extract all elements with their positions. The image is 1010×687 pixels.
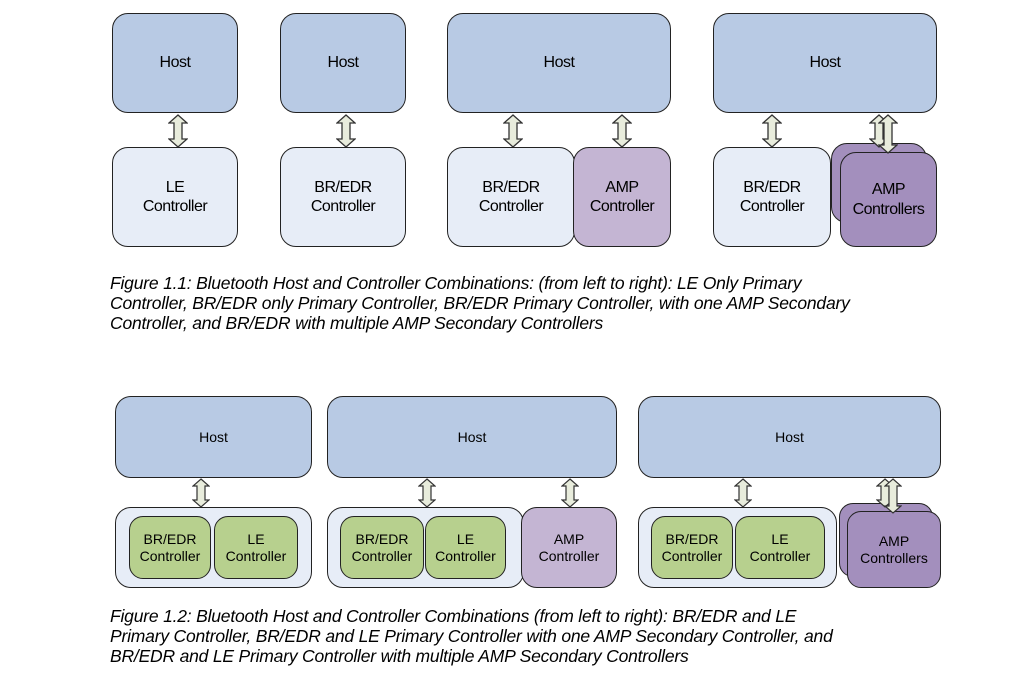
controller-line1: LE — [247, 530, 265, 547]
controller-line1: AMP — [553, 530, 585, 547]
figure-caption: Figure 1.1: Bluetooth Host and Controlle… — [110, 273, 850, 333]
le-controller-box: LE Controller — [735, 516, 825, 579]
bredr-controller-box: BR/EDR Controller — [651, 516, 733, 579]
double-arrow-icon — [878, 114, 898, 154]
controller-line1: BR/EDR — [482, 178, 540, 196]
bredr-controller-box: BR/EDR Controller — [713, 147, 831, 247]
caption-line: Figure 1.2: Bluetooth Host and Controlle… — [110, 606, 797, 626]
caption-line: Primary Controller, BR/EDR and LE Primar… — [110, 626, 833, 646]
double-arrow-icon — [561, 478, 579, 508]
host-box: Host — [115, 396, 312, 478]
controller-line2: Controllers — [852, 200, 925, 218]
caption-line: BR/EDR and LE Primary Controller with mu… — [110, 646, 689, 666]
controller-line1: BR/EDR — [355, 530, 409, 547]
amp-controllers-box: AMP Controllers — [840, 152, 937, 247]
host-box: Host — [327, 396, 617, 478]
host-box: Host — [280, 13, 406, 113]
double-arrow-icon — [734, 478, 752, 508]
bredr-controller-box: BR/EDR Controller — [340, 516, 424, 579]
double-arrow-icon — [336, 114, 356, 148]
le-controller-box: LE Controller — [214, 516, 298, 579]
double-arrow-icon — [192, 478, 210, 508]
controller-line1: BR/EDR — [743, 178, 801, 196]
controller-line2: Controllers — [860, 549, 928, 566]
double-arrow-icon — [503, 114, 523, 148]
controller-line2: Controller — [478, 198, 544, 215]
caption-line: Controller, and BR/EDR with multiple AMP… — [110, 313, 604, 333]
controller-line1: BR/EDR — [314, 178, 372, 196]
controller-line2: Controller — [142, 198, 208, 215]
controller-line2: Controller — [225, 547, 287, 564]
controller-line2: Controller — [739, 198, 805, 215]
controller-line2: Controller — [589, 198, 655, 215]
amp-controller-box: AMP Controller — [521, 507, 617, 588]
controller-line1: LE — [771, 530, 789, 547]
controller-line1: BR/EDR — [143, 530, 197, 547]
amp-controllers-box: AMP Controllers — [847, 511, 941, 588]
double-arrow-icon — [884, 478, 902, 514]
bredr-controller-box: BR/EDR Controller — [280, 147, 406, 247]
controller-line1: AMP — [871, 181, 906, 199]
host-box: Host — [112, 13, 238, 113]
caption-line: Figure 1.1: Bluetooth Host and Controlle… — [110, 273, 802, 293]
amp-controller-box: AMP Controller — [573, 147, 671, 247]
double-arrow-icon — [612, 114, 632, 148]
controller-line2: Controller — [538, 547, 600, 564]
bredr-controller-box: BR/EDR Controller — [447, 147, 575, 247]
double-arrow-icon — [418, 478, 436, 508]
host-box: Host — [713, 13, 937, 113]
controller-line2: Controller — [310, 198, 376, 215]
controller-line1: AMP — [878, 532, 910, 549]
figure-caption: Figure 1.2: Bluetooth Host and Controlle… — [110, 606, 833, 666]
controller-line2: Controller — [749, 547, 811, 564]
controller-line2: Controller — [351, 547, 413, 564]
controller-line1: LE — [165, 178, 185, 196]
controller-line2: Controller — [435, 547, 496, 564]
controller-line1: AMP — [605, 178, 639, 196]
host-box: Host — [447, 13, 671, 113]
le-controller-box: LE Controller — [112, 147, 238, 247]
controller-line1: LE — [456, 530, 475, 547]
bredr-controller-box: BR/EDR Controller — [129, 516, 211, 579]
controller-line2: Controller — [139, 547, 201, 564]
le-controller-box: LE Controller — [425, 516, 506, 579]
double-arrow-icon — [762, 114, 782, 148]
controller-line1: BR/EDR — [665, 530, 719, 547]
double-arrow-icon — [168, 114, 188, 148]
controller-line2: Controller — [661, 547, 723, 564]
host-box: Host — [638, 396, 941, 478]
caption-line: Controller, BR/EDR only Primary Controll… — [110, 293, 850, 313]
